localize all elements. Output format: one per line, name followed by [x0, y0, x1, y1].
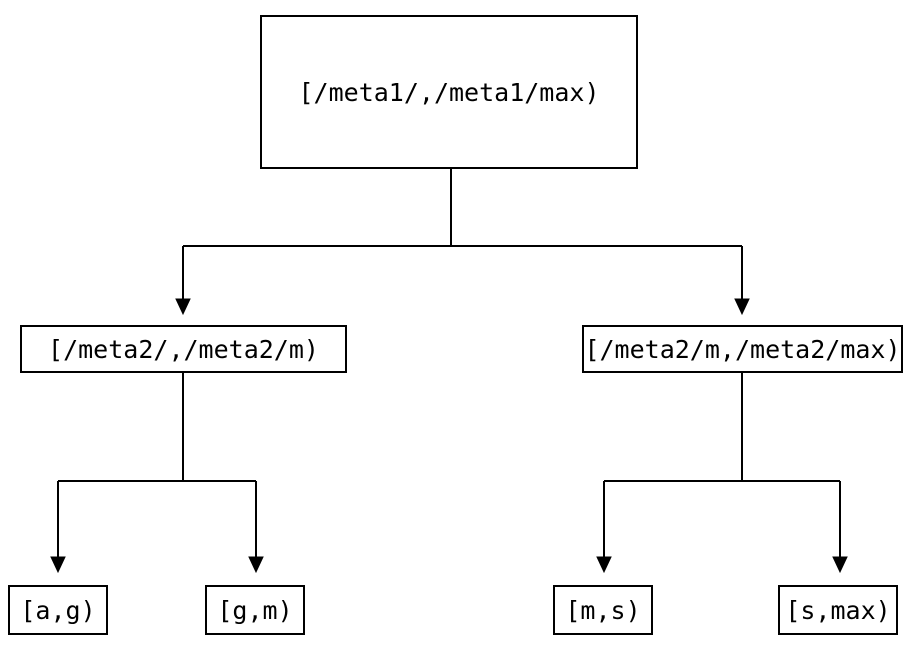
arrowhead-down-icon [175, 298, 191, 316]
edge-root-stem [183, 169, 742, 247]
node-leaf-smax: [s,max) [778, 585, 898, 635]
node-leaf-ag: [a,g) [8, 585, 108, 635]
node-leaf-ms: [m,s) [553, 585, 653, 635]
edge-mid-left-to-leaf-ag [50, 481, 66, 574]
arrowhead-down-icon [248, 556, 264, 574]
node-meta2-right-range: [/meta2/m,/meta2/max) [582, 325, 903, 373]
arrowhead-down-icon [832, 556, 848, 574]
edge-root-to-mid-right [734, 246, 750, 316]
edge-mid-right-stem [604, 373, 840, 482]
arrowhead-down-icon [734, 298, 750, 316]
edge-mid-right-to-leaf-smax [832, 481, 848, 574]
edge-mid-right-to-leaf-ms [596, 481, 612, 574]
node-leaf-gm: [g,m) [205, 585, 305, 635]
edge-root-to-mid-left [175, 246, 191, 316]
node-meta2-left-range: [/meta2/,/meta2/m) [20, 325, 347, 373]
arrowhead-down-icon [50, 556, 66, 574]
edge-mid-left-to-leaf-gm [248, 481, 264, 574]
node-meta1-range: [/meta1/,/meta1/max) [260, 15, 638, 169]
edge-mid-left-stem [58, 373, 256, 482]
arrowhead-down-icon [596, 556, 612, 574]
